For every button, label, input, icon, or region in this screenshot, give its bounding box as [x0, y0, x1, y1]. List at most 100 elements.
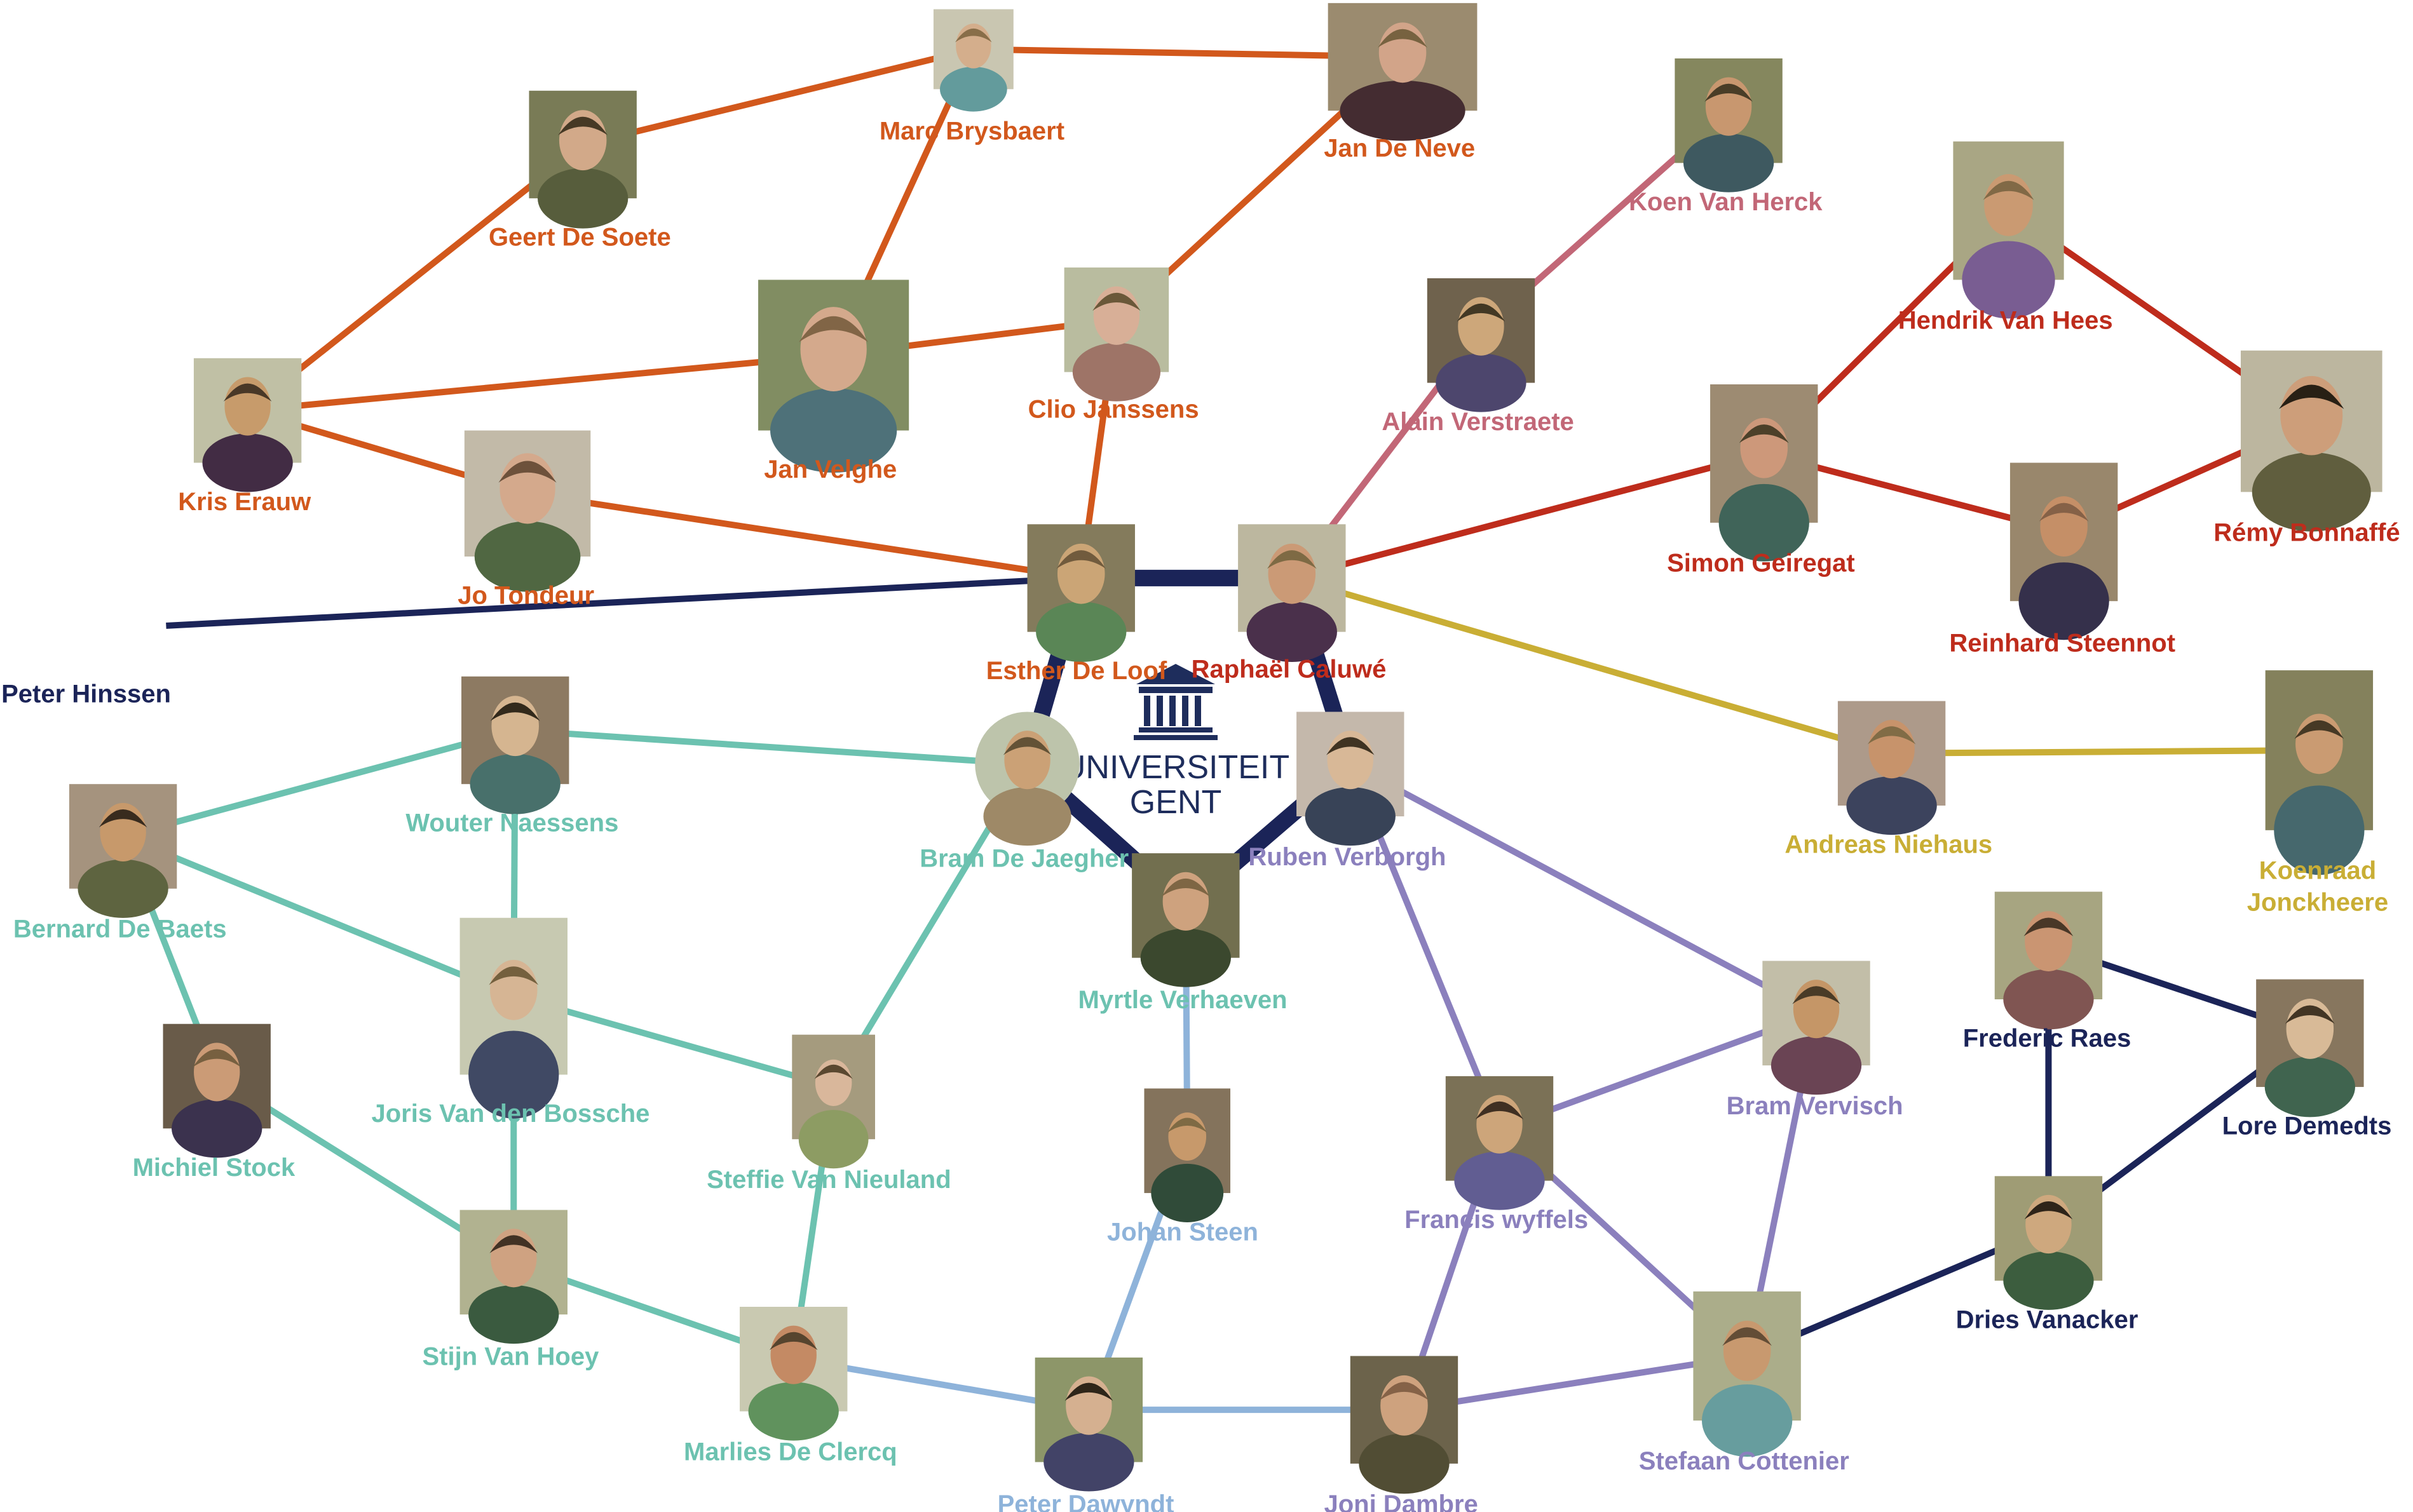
person-johan-steen: Johan Steen	[1107, 1088, 1258, 1246]
person-name-label: Ruben Verborgh	[1248, 843, 1446, 871]
person-name-label: Steffie Van Nieuland	[707, 1166, 951, 1194]
person-frederic-raes: Frederic Raes	[1963, 891, 2131, 1053]
person-photo	[1994, 1176, 2103, 1310]
person-photo	[758, 280, 909, 473]
link-bernard-de-baets-to-joris-van-den-bossche	[121, 833, 515, 999]
person-name-label: Koen Van Herck	[1629, 188, 1823, 216]
person-name-label: Jan De Neve	[1324, 134, 1475, 162]
person-stijn-van-hoey: Stijn Van Hoey	[423, 1210, 600, 1370]
person-name-label: Marc Brysbaert	[880, 118, 1064, 145]
person-photo	[1132, 853, 1240, 987]
person-name-label: Rémy Bonnaffé	[2213, 518, 2400, 546]
person-name-label: Bram De Jaegher	[920, 844, 1129, 872]
person-name-label: Wouter Naessens	[405, 809, 618, 837]
link-geert-de-soete-to-marc-brysbaert	[581, 46, 975, 148]
person-photo	[1238, 524, 1346, 663]
person-steffie-van-nieuland: Steffie Van Nieuland	[707, 1034, 951, 1194]
person-myrtle-verhaeven: Myrtle Verhaeven	[1078, 853, 1288, 1014]
person-photo	[2265, 670, 2374, 875]
person-photo	[1675, 58, 1783, 192]
person-name-label: Clio Janssens	[1028, 396, 1199, 424]
link-bram-de-jaegher-to-wouter-naessens	[515, 727, 1028, 767]
person-bram-de-jaegher: Bram De Jaegher	[920, 712, 1129, 872]
person-photo	[1994, 891, 2103, 1030]
person-marc-brysbaert: Marc Brysbaert	[880, 9, 1064, 145]
person-name-label: Stefaan Cottenier	[1639, 1447, 1849, 1475]
person-name-label: Joni Dambre	[1324, 1490, 1478, 1512]
person-jo-tondeur: Jo Tondeur	[458, 430, 594, 610]
ugent-logo: UNIVERSITEIT GENT	[1062, 664, 1289, 821]
person-dries-vanacker: Dries Vanacker	[1956, 1176, 2138, 1333]
person-photo	[461, 676, 569, 814]
person-photo	[792, 1034, 875, 1169]
person-bram-vervisch: Bram Vervisch	[1727, 961, 1903, 1120]
person-marlies-de-clercq: Marlies De Clercq	[684, 1307, 897, 1466]
person-name-label: Hendrik Van Hees	[1898, 306, 2113, 334]
link-kris-erauw-to-jan-velghe	[247, 352, 834, 414]
person-michiel-stock: Michiel Stock	[133, 1023, 296, 1182]
person-clio-janssens: Clio Janssens	[1028, 267, 1199, 424]
person-name-label: Reinhard Steennot	[1949, 630, 2175, 658]
person-name-label: Geert De Soete	[489, 224, 671, 252]
person-name-label: Jan Velghe	[764, 456, 897, 483]
person-name-label: Raphaël Caluwé	[1192, 656, 1387, 684]
person-lore-demedts: Lore Demedts	[2222, 979, 2391, 1140]
link-ruben-verborgh-to-bram-vervisch	[1349, 761, 1818, 1016]
person-koen-van-herck: Koen Van Herck	[1629, 58, 1823, 216]
person-name-label: Peter Dawyndt	[998, 1490, 1174, 1512]
person-name-label: Peter Hinssen	[1, 680, 171, 708]
person-joris-van-den-bossche: Joris Van den Bossche	[371, 917, 649, 1128]
person-photo	[1144, 1088, 1230, 1222]
person-name-label: Frederic Raes	[1963, 1025, 2131, 1053]
person-photo	[2256, 979, 2364, 1117]
person-photo	[1710, 384, 1818, 562]
person-photo	[1693, 1291, 1801, 1457]
person-name-label: Jo Tondeur	[458, 582, 594, 610]
person-photo	[163, 1023, 271, 1158]
person-remy-bonnaffe: Rémy Bonnaffé	[2213, 350, 2400, 546]
person-name-label: Stijn Van Hoey	[423, 1342, 600, 1370]
university-building-icon	[1134, 664, 1218, 740]
person-photo	[2009, 462, 2118, 640]
link-andreas-niehaus-to-koenraad-jonckheere	[1891, 746, 2320, 757]
person-name-label: Andreas Niehaus	[1784, 831, 1992, 859]
person-raphael-caluwe: Raphaël Caluwé	[1192, 524, 1387, 684]
person-name-label: Michiel Stock	[133, 1154, 296, 1182]
person-photo	[1027, 524, 1135, 663]
person-francis-wyffels: Francis wyffels	[1404, 1076, 1588, 1234]
person-name-label: Johan Steen	[1107, 1218, 1258, 1246]
person-kris-erauw: Kris Erauw	[178, 358, 311, 516]
link-joni-dambre-to-stefaan-cottenier	[1403, 1353, 1748, 1414]
person-photo	[464, 430, 591, 592]
person-hendrik-van-hees: Hendrik Van Hees	[1898, 141, 2113, 334]
person-jan-de-neve: Jan De Neve	[1324, 3, 1478, 162]
person-photo	[740, 1307, 848, 1441]
person-name-label: Alain Verstraete	[1382, 408, 1574, 436]
person-photo	[1427, 278, 1535, 412]
person-photo	[1350, 1356, 1458, 1494]
person-ruben-verborgh: Ruben Verborgh	[1248, 712, 1446, 871]
person-photo	[1035, 1357, 1143, 1492]
person-photo	[1762, 961, 1870, 1095]
person-photo	[69, 784, 177, 918]
person-wouter-naessens: Wouter Naessens	[405, 676, 618, 837]
person-name-label: Marlies De Clercq	[684, 1438, 897, 1466]
person-andreas-niehaus: Andreas Niehaus	[1784, 701, 1992, 859]
logo-line-2: GENT	[1130, 784, 1221, 821]
person-photo	[459, 917, 568, 1119]
person-name-label: Bernard De Baets	[13, 915, 227, 943]
person-geert-de-soete: Geert De Soete	[489, 90, 671, 252]
person-jan-velghe: Jan Velghe	[758, 280, 909, 483]
person-bernard-de-baets: Bernard De Baets	[13, 784, 227, 943]
person-photo	[1328, 3, 1478, 141]
person-photo	[1064, 267, 1169, 402]
person-photo	[1837, 701, 1946, 835]
person-name-label: Myrtle Verhaeven	[1078, 986, 1287, 1014]
person-name-label: Bram Vervisch	[1727, 1092, 1903, 1120]
person-photo	[2240, 350, 2382, 532]
person-photo	[933, 9, 1014, 112]
person-name-label: Dries Vanacker	[1956, 1306, 2138, 1333]
